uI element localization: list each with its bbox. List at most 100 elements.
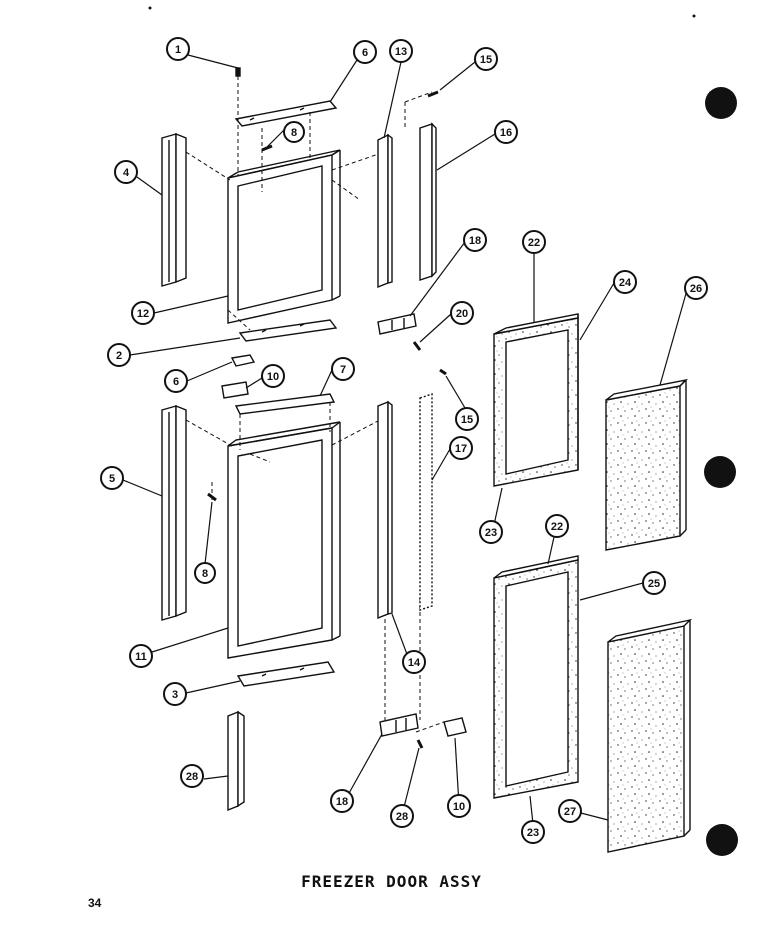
callout-13: 13	[389, 39, 413, 63]
svg-text:1: 1	[175, 44, 181, 56]
svg-text:10: 10	[453, 801, 465, 813]
callout-7: 7	[331, 357, 355, 381]
svg-text:26: 26	[690, 283, 702, 295]
stray-mark	[148, 6, 152, 10]
callout-4: 4	[114, 160, 138, 184]
svg-text:12: 12	[137, 308, 149, 320]
callout-5: 5	[100, 466, 124, 490]
screw-20	[412, 341, 422, 351]
gasket-lower	[493, 555, 579, 799]
callout-27: 27	[558, 799, 582, 823]
callout-12: 12	[131, 301, 155, 325]
svg-text:17: 17	[455, 443, 467, 455]
gasket-upper	[493, 313, 579, 487]
callout-8-lower: 8	[194, 562, 216, 584]
left-trim-upper	[161, 132, 187, 287]
svg-text:5: 5	[109, 473, 115, 485]
callout-25: 25	[642, 571, 666, 595]
callout-17: 17	[449, 436, 473, 460]
strip-28	[227, 710, 245, 812]
svg-text:28: 28	[186, 771, 198, 783]
callout-11: 11	[129, 644, 153, 668]
svg-text:27: 27	[564, 806, 576, 818]
stray-mark	[692, 14, 696, 18]
bottom-bracket-3	[236, 661, 336, 687]
svg-text:22: 22	[528, 237, 540, 249]
svg-text:8: 8	[202, 568, 208, 580]
hinge-18-upper	[377, 313, 417, 335]
lower-door-frame	[227, 421, 341, 659]
svg-text:28: 28	[396, 811, 408, 823]
liner-upper	[605, 378, 689, 551]
svg-text:25: 25	[648, 578, 660, 590]
page-number: 34	[88, 896, 102, 910]
screw-15-upper	[427, 90, 439, 98]
callout-22-lower: 22	[545, 514, 569, 538]
svg-text:3: 3	[172, 689, 178, 701]
screw-8-upper	[261, 144, 273, 152]
screw-1	[235, 67, 241, 77]
screw-8-lower	[207, 492, 217, 502]
binder-hole	[706, 824, 738, 856]
svg-text:7: 7	[340, 364, 346, 376]
callout-18-lower: 18	[330, 789, 354, 813]
callout-20: 20	[450, 301, 474, 325]
svg-text:22: 22	[551, 521, 563, 533]
top-hinge-bracket	[234, 100, 338, 127]
svg-text:6: 6	[173, 376, 179, 388]
callout-26: 26	[684, 276, 708, 300]
svg-text:2: 2	[116, 350, 122, 362]
callout-10-lower: 10	[447, 794, 471, 818]
callout-18: 18	[463, 228, 487, 252]
callout-3: 3	[163, 682, 187, 706]
svg-text:8: 8	[291, 127, 297, 139]
callout-10: 10	[261, 364, 285, 388]
plate-10	[221, 381, 249, 399]
screw-28	[416, 739, 424, 749]
svg-text:6: 6	[362, 47, 368, 59]
callout-15: 15	[474, 47, 498, 71]
bracket-10-lower	[443, 717, 467, 737]
callout-15-lower: 15	[455, 407, 479, 431]
svg-text:11: 11	[135, 651, 147, 663]
liner-lower	[607, 618, 693, 853]
svg-text:14: 14	[408, 657, 421, 669]
svg-text:23: 23	[527, 827, 539, 839]
left-trim-lower	[161, 404, 187, 621]
callout-14: 14	[402, 650, 426, 674]
callout-8: 8	[283, 121, 305, 143]
right-trim-14	[377, 400, 393, 620]
callout-28-lower: 28	[390, 804, 414, 828]
callout-6-lower: 6	[164, 369, 188, 393]
binder-hole	[704, 456, 736, 488]
handle-16	[419, 122, 437, 281]
svg-text:15: 15	[480, 54, 492, 66]
svg-text:16: 16	[500, 127, 512, 139]
svg-text:15: 15	[461, 414, 473, 426]
callout-23-upper: 23	[479, 520, 503, 544]
callout-16: 16	[494, 120, 518, 144]
callout-24: 24	[613, 270, 637, 294]
svg-text:23: 23	[485, 527, 497, 539]
callout-2: 2	[107, 343, 131, 367]
handle-17	[419, 393, 433, 611]
svg-text:20: 20	[456, 308, 468, 320]
upper-door-frame	[227, 149, 341, 324]
hinge-18-lower	[379, 713, 419, 737]
screw-15-lower	[439, 368, 447, 376]
svg-text:13: 13	[395, 46, 407, 58]
svg-text:18: 18	[336, 796, 348, 808]
callout-1: 1	[166, 37, 190, 61]
svg-text:18: 18	[469, 235, 481, 247]
diagram-caption: FREEZER DOOR ASSY	[301, 872, 482, 891]
callout-28-left: 28	[180, 764, 204, 788]
right-trim-13	[377, 133, 393, 289]
svg-text:10: 10	[267, 371, 279, 383]
callout-22: 22	[522, 230, 546, 254]
svg-text:24: 24	[619, 277, 632, 289]
svg-text:4: 4	[123, 167, 130, 179]
callout-23-lower: 23	[521, 820, 545, 844]
plate-6	[230, 354, 256, 367]
binder-hole	[705, 87, 737, 119]
